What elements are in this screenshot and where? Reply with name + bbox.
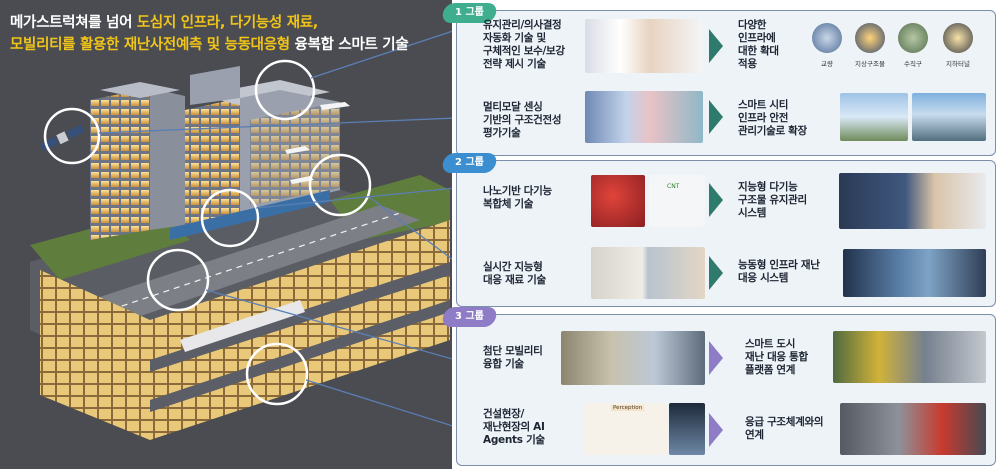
smart-city-bridge-image (840, 93, 908, 141)
chevron-right-icon (709, 183, 723, 217)
thumb-label-structure: 지상구조물 (855, 60, 885, 68)
headline-line-2: 모빌리티를 활용한 재난사전예측 및 능동대응형 융복합 스마트 기술 (10, 37, 409, 53)
headline-line-1: 메가스트럭쳐를 넘어 도심지 인프라, 다기능성 재료, (10, 15, 318, 31)
group-1-row-1-result: 다양한 인프라에 대한 확대 적용 (738, 19, 779, 70)
nano-composite-image (591, 175, 645, 227)
monitoring-system-image (839, 173, 986, 229)
group-2-panel: 2 그룹 나노기반 다기능 복합체 기술 CNT 지능형 다기능 구조물 유지관… (440, 153, 996, 307)
thumb-label-bridge: 교량 (821, 60, 833, 68)
smart-city-skyline-image (912, 93, 986, 141)
tunnel-thumbnail (943, 23, 973, 53)
thumb-label-shaft: 수직구 (904, 60, 922, 68)
crack-concrete-image (591, 247, 705, 299)
chevron-right-icon (709, 29, 723, 63)
sensing-image (585, 91, 703, 143)
chevron-right-icon (709, 341, 723, 375)
disaster-response-image (843, 249, 986, 297)
ai-robot-image (669, 403, 705, 455)
group-1-row-2-result: 스마트 시티 인프라 안전 관리기술로 확장 (738, 99, 807, 137)
group-1-row-2-text: 멀티모달 센싱 기반의 구조건전성 평가기술 (483, 101, 562, 139)
cnt-label: CNT (667, 183, 680, 190)
chevron-right-icon (709, 100, 723, 134)
vertical-shaft-thumbnail (898, 23, 928, 53)
bridge-thumbnail (812, 23, 842, 53)
group-1-row-1-text: 유지관리/의사결정 자동화 기술 및 구체적인 보수/보강 전략 제시 기술 (483, 19, 565, 70)
group-1-panel: 1 그룹 유지관리/의사결정 자동화 기술 및 구체적인 보수/보강 전략 제시… (440, 3, 996, 156)
group-3-row-2-result: 응급 구조체계와의 연계 (745, 416, 824, 441)
group-3-badge: 3 그룹 (440, 307, 498, 327)
group-2-row-2-text: 실시간 지능형 대응 재료 기술 (483, 261, 546, 286)
group-3-row-1-text: 첨단 모빌리티 융합 기술 (483, 345, 543, 370)
group-2-row-2-result: 능동형 인프라 재난 대응 시스템 (738, 259, 820, 284)
group-2-row-1-text: 나노기반 다기능 복합체 기술 (483, 185, 552, 210)
mobility-robot-image (561, 331, 705, 385)
disaster-platform-image (833, 331, 986, 383)
group-2-badge: 2 그룹 (440, 153, 498, 173)
chevron-right-icon (709, 256, 723, 290)
group-3-panel: 3 그룹 첨단 모빌리티 융합 기술 스마트 도시 재난 대응 통합 플랫폼 연… (440, 307, 996, 466)
chevron-right-icon (709, 413, 723, 447)
cnt-structure-image: CNT (649, 175, 705, 227)
perception-label: Perception (611, 405, 645, 411)
smart-city-illustration: 메가스트럭쳐를 넘어 도심지 인프라, 다기능성 재료, 모빌리티를 활용한 재… (0, 0, 452, 469)
group-3-row-1-result: 스마트 도시 재난 대응 통합 플랫폼 연계 (745, 338, 808, 376)
group-2-row-1-result: 지능형 다기능 구조물 유지관리 시스템 (738, 181, 807, 219)
thumb-label-tunnel: 지하터널 (946, 60, 970, 68)
building-thumbnail (855, 23, 885, 53)
group-3-row-2-text: 건설현장/ 재난현장의 AI Agents 기술 (483, 408, 545, 446)
ai-agents-diagram-image: Perception (583, 403, 667, 455)
building-cutaway-illustration (30, 30, 452, 440)
emergency-rescue-image (840, 403, 986, 455)
headline: 메가스트럭쳐를 넘어 도심지 인프라, 다기능성 재료, 모빌리티를 활용한 재… (10, 12, 450, 56)
ai-decision-image (585, 19, 703, 73)
